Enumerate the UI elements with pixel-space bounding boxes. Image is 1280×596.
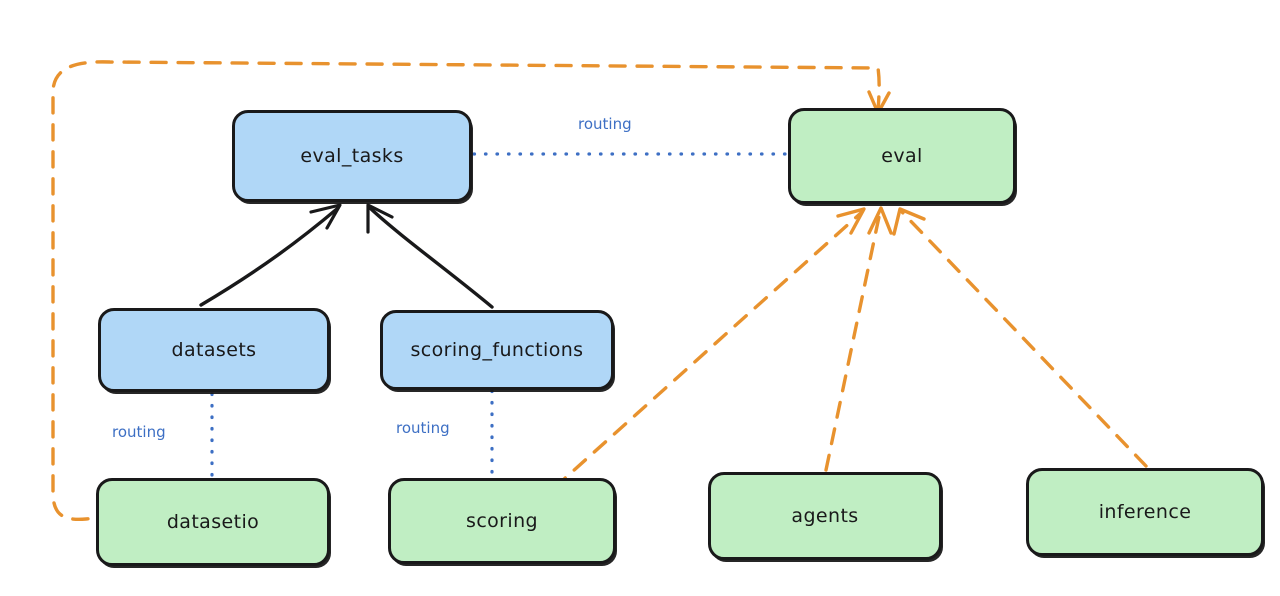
node-scoring-functions[interactable]: scoring_functions (380, 310, 614, 390)
edge-label-routing-datasetio: routing (112, 423, 166, 441)
node-label: eval (881, 145, 923, 167)
edge-label-routing-eval: routing (578, 115, 632, 133)
node-label: agents (791, 505, 859, 527)
edge-agents-eval (824, 206, 893, 472)
edge-scoring_functions-eval_tasks (366, 203, 494, 309)
edge-inference-eval (892, 207, 1148, 468)
node-label: inference (1098, 501, 1192, 523)
node-inference[interactable]: inference (1026, 468, 1264, 556)
node-datasetio[interactable]: datasetio (96, 478, 330, 566)
node-datasets[interactable]: datasets (98, 308, 330, 392)
node-label: scoring_functions (410, 339, 584, 361)
node-eval[interactable]: eval (788, 108, 1016, 204)
node-label: scoring (466, 510, 538, 532)
node-eval-tasks[interactable]: eval_tasks (232, 110, 472, 202)
node-scoring[interactable]: scoring (388, 478, 616, 564)
edge-datasets-eval_tasks (199, 203, 342, 307)
edge-scoring-eval (532, 207, 866, 508)
edge-label-routing-scoring: routing (396, 419, 450, 437)
node-agents[interactable]: agents (708, 472, 942, 560)
node-label: datasetio (166, 511, 260, 533)
node-label: eval_tasks (300, 145, 404, 167)
node-label: datasets (171, 339, 257, 361)
